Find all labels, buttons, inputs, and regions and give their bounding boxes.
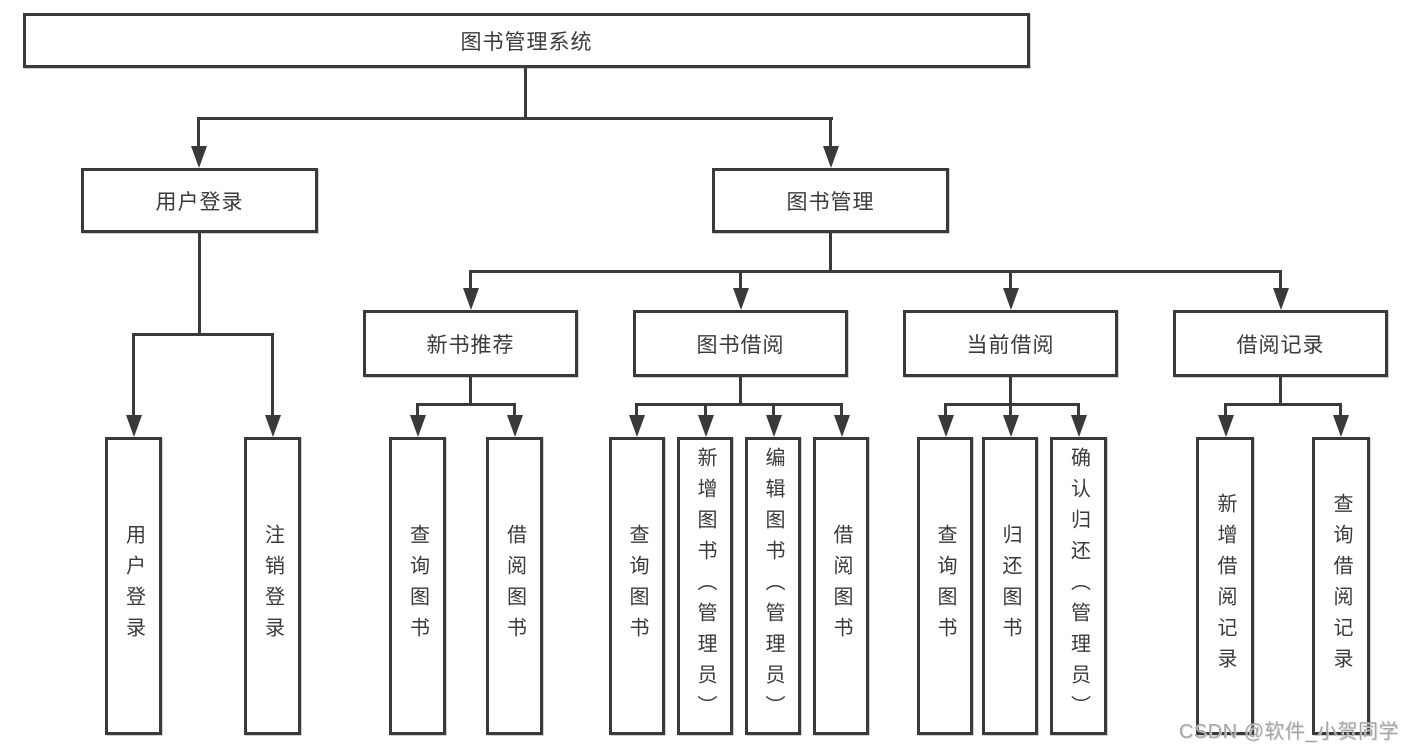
- v-line: [513, 403, 516, 420]
- leaf-logout-login: 注销登录: [244, 437, 301, 735]
- arrow-down-icon: [265, 415, 281, 437]
- leaf-query-borrow-record: 查询借阅记录: [1312, 437, 1370, 735]
- node-library-system-label: 图书管理系统: [460, 30, 593, 54]
- v-line: [1009, 270, 1012, 292]
- leaf-query-borrow-record-label: 查询借阅记录: [1330, 493, 1352, 679]
- leaf-query-books-borrow-label: 查询图书: [626, 524, 648, 648]
- arrow-down-icon: [1218, 415, 1234, 437]
- leaf-query-books-recommend: 查询图书: [389, 437, 446, 735]
- leaf-borrow-books: 借阅图书: [813, 437, 869, 735]
- leaf-borrow-books-label: 借阅图书: [830, 524, 852, 648]
- leaf-add-book-admin-label: 新增图书（管理员）: [694, 446, 716, 726]
- leaf-add-borrow-record-label: 新增借阅记录: [1214, 493, 1236, 679]
- v-line: [635, 403, 638, 420]
- v-line: [739, 377, 742, 406]
- v-line: [469, 377, 472, 406]
- watermark-text: CSDN @软件_小贺同学: [1178, 721, 1399, 743]
- v-line: [829, 117, 832, 150]
- v-line: [1077, 403, 1080, 420]
- leaf-edit-book-admin: 编辑图书（管理员）: [745, 437, 801, 735]
- h-line: [469, 270, 1282, 273]
- node-borrow-records: 借阅记录: [1173, 310, 1388, 377]
- h-line: [944, 403, 1080, 406]
- arrow-down-icon: [1273, 288, 1289, 310]
- v-line: [944, 403, 947, 420]
- leaf-user-login: 用户登录: [105, 437, 162, 735]
- v-line: [772, 403, 775, 420]
- leaf-borrow-books-recommend: 借阅图书: [486, 437, 543, 735]
- arrow-down-icon: [191, 146, 207, 168]
- leaf-confirm-return-admin: 确认归还（管理员）: [1050, 437, 1107, 735]
- h-line: [1224, 403, 1342, 406]
- node-book-borrow: 图书借阅: [633, 310, 848, 377]
- v-line: [704, 403, 707, 420]
- v-line: [197, 117, 200, 150]
- node-current-borrow-label: 当前借阅: [966, 333, 1055, 357]
- leaf-confirm-return-admin-label: 确认归还（管理员）: [1067, 446, 1090, 726]
- node-user-login-label: 用户登录: [155, 190, 244, 214]
- v-line: [1339, 403, 1342, 420]
- node-user-login: 用户登录: [81, 168, 318, 233]
- v-line: [524, 68, 527, 119]
- arrow-down-icon: [733, 288, 749, 310]
- arrow-down-icon: [1071, 415, 1087, 437]
- arrow-down-icon: [507, 415, 523, 437]
- arrow-down-icon: [1003, 415, 1019, 437]
- h-line: [416, 403, 516, 406]
- v-line: [132, 333, 135, 419]
- arrow-down-icon: [126, 415, 142, 437]
- h-line: [635, 403, 842, 406]
- node-current-borrow: 当前借阅: [903, 310, 1118, 377]
- arrow-down-icon: [410, 415, 426, 437]
- leaf-user-login-label: 用户登录: [122, 524, 145, 648]
- v-line: [1279, 377, 1282, 406]
- node-library-system: 图书管理系统: [23, 13, 1030, 68]
- leaf-add-book-admin: 新增图书（管理员）: [677, 437, 733, 735]
- leaf-return-book-label: 归还图书: [999, 524, 1021, 648]
- h-line: [132, 333, 273, 336]
- leaf-logout-login-label: 注销登录: [261, 524, 284, 648]
- node-book-management-label: 图书管理: [786, 190, 875, 214]
- arrow-down-icon: [463, 288, 479, 310]
- v-line: [469, 270, 472, 292]
- node-new-book-recommend: 新书推荐: [363, 310, 578, 377]
- leaf-query-books-recommend-label: 查询图书: [406, 524, 429, 648]
- v-line: [829, 233, 832, 273]
- node-borrow-records-label: 借阅记录: [1236, 333, 1325, 357]
- arrow-down-icon: [834, 415, 850, 437]
- node-book-management: 图书管理: [712, 168, 949, 233]
- v-line: [271, 333, 274, 419]
- arrow-down-icon: [698, 415, 714, 437]
- node-book-borrow-label: 图书借阅: [696, 333, 785, 357]
- arrow-down-icon: [766, 415, 782, 437]
- leaf-edit-book-admin-label: 编辑图书（管理员）: [762, 446, 784, 726]
- leaf-borrow-books-recommend-label: 借阅图书: [503, 524, 526, 648]
- leaf-return-book: 归还图书: [982, 437, 1038, 735]
- leaf-query-books-current: 查询图书: [917, 437, 973, 735]
- arrow-down-icon: [938, 415, 954, 437]
- leaf-query-books-current-label: 查询图书: [934, 524, 956, 648]
- v-line: [1279, 270, 1282, 292]
- arrow-down-icon: [1333, 415, 1349, 437]
- arrow-down-icon: [629, 415, 645, 437]
- v-line: [1224, 403, 1227, 420]
- arrow-down-icon: [1003, 288, 1019, 310]
- v-line: [1009, 403, 1012, 420]
- v-line: [416, 403, 419, 420]
- h-line: [197, 117, 833, 120]
- v-line: [739, 270, 742, 292]
- arrow-down-icon: [823, 146, 839, 168]
- v-line: [198, 233, 201, 336]
- leaf-query-books-borrow: 查询图书: [609, 437, 665, 735]
- v-line: [840, 403, 843, 420]
- v-line: [1009, 377, 1012, 406]
- leaf-add-borrow-record: 新增借阅记录: [1196, 437, 1254, 735]
- node-new-book-recommend-label: 新书推荐: [426, 333, 515, 357]
